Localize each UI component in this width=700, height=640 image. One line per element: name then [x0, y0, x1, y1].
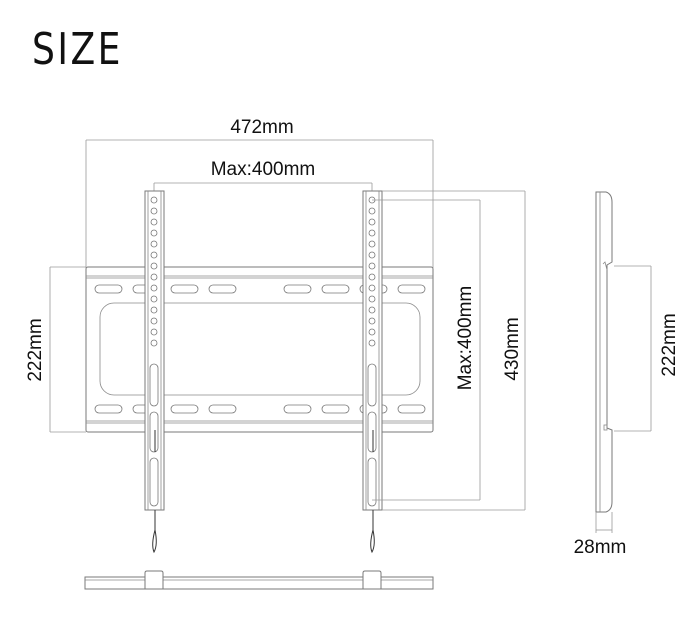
top-view: [84, 570, 434, 590]
vesa-width-dimension: Max:400mm: [153, 159, 373, 198]
overall-width-dimension: 472mm: [85, 117, 434, 268]
depth-label: 28mm: [574, 537, 627, 558]
left-rail: [144, 190, 165, 554]
overall-height-label: 430mm: [502, 317, 523, 380]
vesa-height-dimension: Max:400mm: [372, 199, 481, 501]
vesa-width-label: Max:400mm: [211, 159, 316, 180]
page-title: SIZE: [32, 24, 123, 75]
front-view: 472mm Max:400mm 222mm: [25, 117, 526, 554]
side-view: 222mm 28mm: [574, 191, 680, 558]
plate-height-label: 222mm: [25, 318, 46, 381]
side-plate-height-dimension: 222mm: [614, 265, 680, 432]
overall-width-label: 472mm: [230, 117, 293, 138]
plate-height-dimension: 222mm: [25, 266, 86, 433]
overall-height-dimension: 430mm: [382, 190, 526, 511]
depth-dimension: 28mm: [574, 512, 627, 558]
vesa-height-label: Max:400mm: [455, 286, 476, 391]
side-plate-height-label: 222mm: [659, 313, 680, 376]
right-rail: [362, 190, 383, 554]
